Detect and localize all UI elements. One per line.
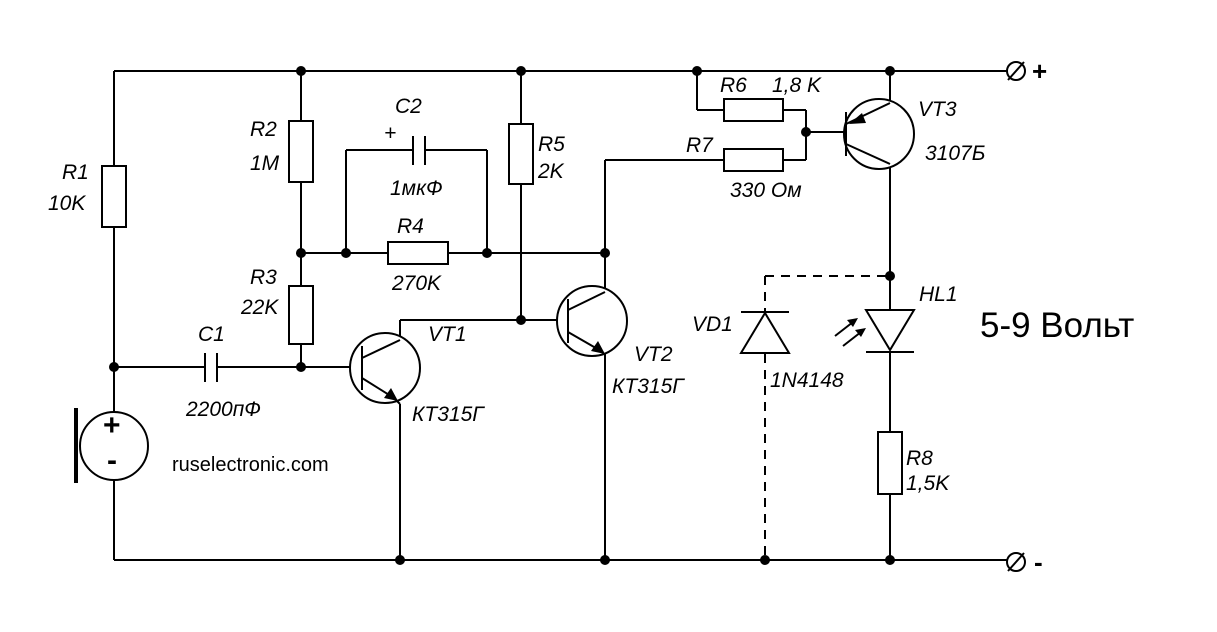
vt2-ref: VT2 <box>634 343 673 366</box>
terminal-negative: - <box>1006 547 1043 577</box>
terminal-positive-sign: + <box>1032 56 1047 86</box>
vt3-value: 3107Б <box>925 142 985 165</box>
resistor-r1 <box>101 165 127 228</box>
r1-ref: R1 <box>62 161 89 184</box>
microphone-minus: - <box>107 444 117 477</box>
vt3-ref: VT3 <box>918 98 957 121</box>
r3-value: 22K <box>240 296 279 319</box>
terminal-positive: + <box>1006 56 1047 86</box>
resistor-r3 <box>288 285 314 345</box>
r8-ref: R8 <box>906 447 933 470</box>
led-hl1 <box>834 309 916 353</box>
resistor-r7 <box>723 148 784 172</box>
capacitor-c1 <box>204 353 218 382</box>
c2-value: 1мкФ <box>390 177 443 200</box>
hl1-ref: HL1 <box>919 283 958 306</box>
transistor-vt1 <box>349 332 421 404</box>
r7-value: 330 Ом <box>730 179 802 202</box>
r4-value: 270K <box>391 272 442 295</box>
terminal-negative-sign: - <box>1034 547 1043 577</box>
component-labels: R1 10K R2 1M R3 22K R4 270K R5 2K R6 1,8… <box>48 74 985 495</box>
c1-ref: C1 <box>198 323 225 346</box>
vd1-ref: VD1 <box>692 313 733 336</box>
resistor-r6 <box>723 98 784 122</box>
r2-ref: R2 <box>250 118 277 141</box>
c2-polarity: + <box>384 122 396 145</box>
vd1-value: 1N4148 <box>770 369 844 392</box>
r5-ref: R5 <box>538 133 565 156</box>
resistor-r4 <box>387 241 449 265</box>
microphone <box>74 408 149 483</box>
c1-value: 2200пФ <box>185 398 261 421</box>
r7-ref: R7 <box>686 134 714 157</box>
r4-ref: R4 <box>397 215 424 238</box>
power-label: 5-9 Вольт <box>980 306 1134 345</box>
c2-ref: C2 <box>395 95 422 118</box>
diode-vd1 <box>739 311 791 354</box>
website-label: ruselectronic.com <box>172 454 329 476</box>
transistor-vt2 <box>556 285 628 357</box>
r8-value: 1,5K <box>906 472 950 495</box>
resistor-r2 <box>288 120 314 183</box>
wires <box>113 70 1007 561</box>
r6-value: 1,8 K <box>772 74 822 97</box>
r3-ref: R3 <box>250 266 277 289</box>
capacitor-c2 <box>412 136 426 165</box>
r6-ref: R6 <box>720 74 747 97</box>
vt1-value: КТ315Г <box>412 403 485 426</box>
resistor-r8 <box>877 431 903 495</box>
r1-value: 10K <box>48 192 86 215</box>
r5-value: 2K <box>537 160 565 183</box>
junction-dots <box>109 66 895 565</box>
transistor-vt3 <box>843 98 915 170</box>
microphone-plus: + <box>103 409 121 442</box>
resistor-r5 <box>508 123 534 185</box>
vt1-ref: VT1 <box>428 323 467 346</box>
r2-value: 1M <box>250 152 280 175</box>
vt2-value: КТ315Г <box>612 375 685 398</box>
